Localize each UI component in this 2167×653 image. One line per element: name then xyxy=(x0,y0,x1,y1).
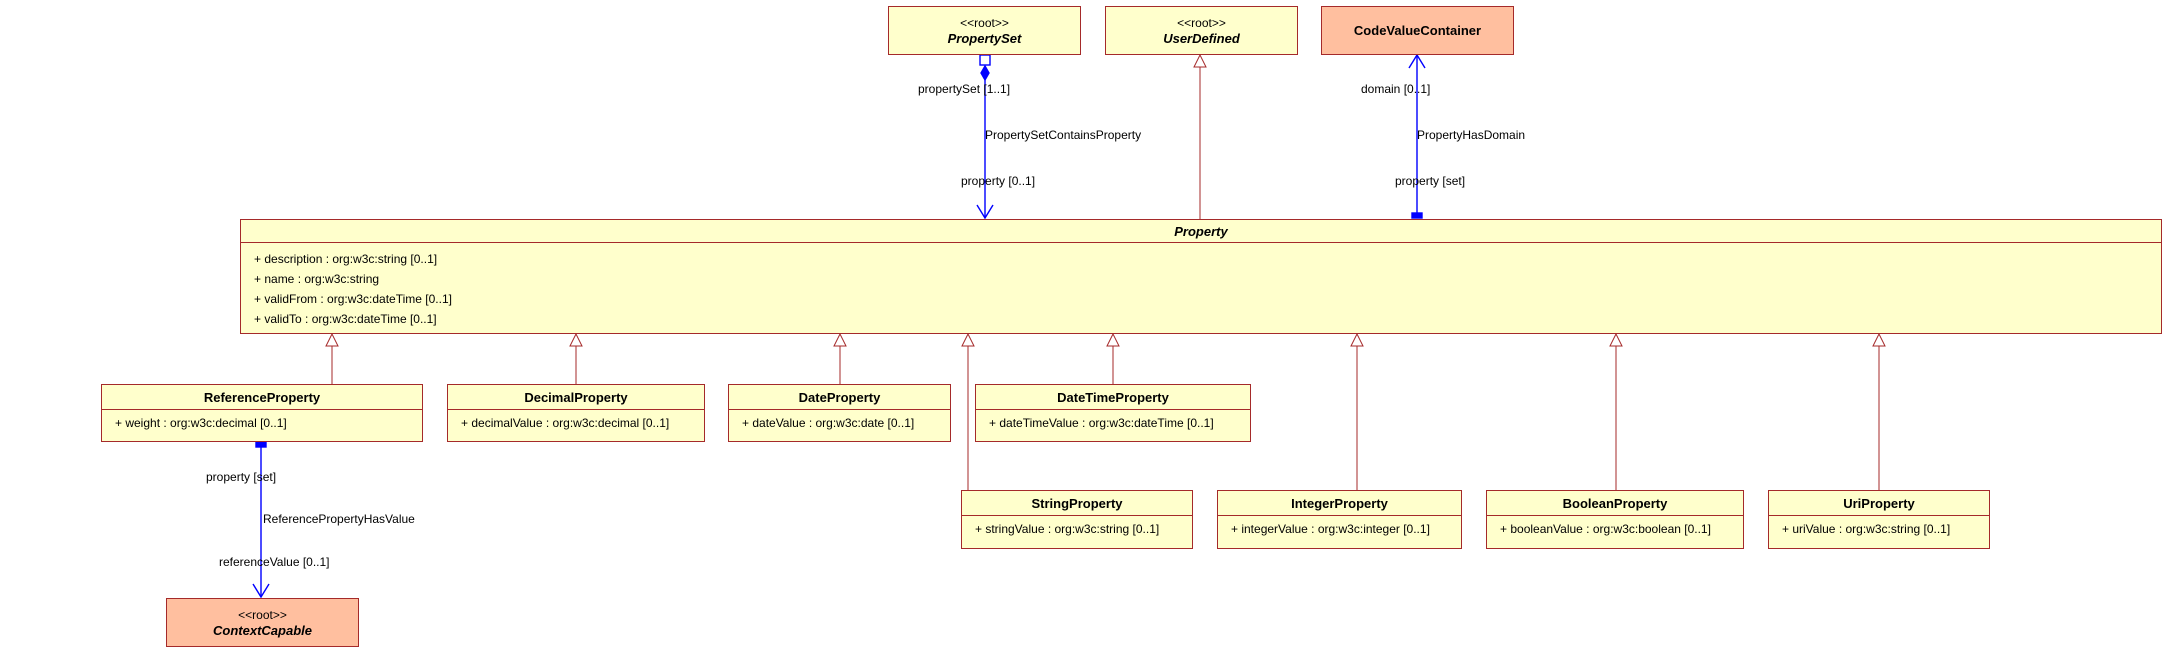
attribute: + name : org:w3c:string xyxy=(254,272,380,286)
attribute: + booleanValue : org:w3c:boolean [0..1] xyxy=(1500,522,1711,536)
association-propertyset-property xyxy=(976,54,994,220)
association-name-referencepropertyhasvalue: ReferencePropertyHasValue xyxy=(263,512,415,526)
class-propertyset[interactable]: <<root>> PropertySet xyxy=(888,6,1081,55)
generalization-referenceproperty xyxy=(325,332,339,384)
role-label-property: property [set] xyxy=(1395,174,1466,188)
association-name-propertyhasdomain: PropertyHasDomain xyxy=(1417,128,1526,142)
attribute-list: + description : org:w3c:string [0..1] + … xyxy=(241,242,2161,333)
class-dateproperty[interactable]: DateProperty + dateValue : org:w3c:date … xyxy=(728,384,951,442)
class-name: BooleanProperty xyxy=(1562,495,1668,511)
generalization-decimalproperty xyxy=(569,332,583,384)
association-name-propertysetcontainsproperty: PropertySetContainsProperty xyxy=(985,128,1142,142)
attribute-list: + booleanValue : org:w3c:boolean [0..1] xyxy=(1487,515,1743,539)
class-name: CodeValueContainer xyxy=(1353,23,1482,38)
class-integerproperty[interactable]: IntegerProperty + integerValue : org:w3c… xyxy=(1217,490,1462,549)
class-booleanproperty[interactable]: BooleanProperty + booleanValue : org:w3c… xyxy=(1486,490,1744,549)
attribute-list: + uriValue : org:w3c:string [0..1] xyxy=(1769,515,1989,539)
attribute-list: + weight : org:w3c:decimal [0..1] xyxy=(102,409,422,433)
generalization-datetimeproperty xyxy=(1106,332,1120,384)
class-name: UserDefined xyxy=(1163,30,1240,46)
stereotype-label: <<root>> xyxy=(960,15,1009,30)
attribute-list: + integerValue : org:w3c:integer [0..1] xyxy=(1218,515,1461,539)
class-name: ContextCapable xyxy=(213,622,312,638)
generalization-userdefined xyxy=(1193,53,1207,219)
generalization-booleanproperty xyxy=(1609,332,1623,490)
class-name: DateProperty xyxy=(798,389,881,405)
attribute-list: + dateValue : org:w3c:date [0..1] xyxy=(729,409,950,433)
class-userdefined[interactable]: <<root>> UserDefined xyxy=(1105,6,1298,55)
role-label-property: property [set] xyxy=(206,470,277,484)
class-name: DateTimeProperty xyxy=(1057,389,1169,405)
class-name: StringProperty xyxy=(1031,495,1123,511)
attribute: + validFrom : org:w3c:dateTime [0..1] xyxy=(254,292,452,306)
attribute: + description : org:w3c:string [0..1] xyxy=(254,252,438,266)
class-name: ReferenceProperty xyxy=(203,389,321,405)
class-uriproperty[interactable]: UriProperty + uriValue : org:w3c:string … xyxy=(1768,490,1990,549)
class-contextcapable[interactable]: <<root>> ContextCapable xyxy=(166,598,359,647)
class-name: UriProperty xyxy=(1843,495,1915,511)
attribute-list: + dateTimeValue : org:w3c:dateTime [0..1… xyxy=(976,409,1250,433)
class-name: DecimalProperty xyxy=(524,389,628,405)
attribute-list: + decimalValue : org:w3c:decimal [0..1] xyxy=(448,409,704,433)
class-decimalproperty[interactable]: DecimalProperty + decimalValue : org:w3c… xyxy=(447,384,705,442)
attribute: + dateTimeValue : org:w3c:dateTime [0..1… xyxy=(989,416,1214,430)
role-label-domain: domain [0..1] xyxy=(1361,82,1431,96)
class-codevaluecontainer[interactable]: CodeValueContainer xyxy=(1321,6,1514,55)
class-name: PropertySet xyxy=(947,30,1022,46)
class-referenceproperty[interactable]: ReferenceProperty + weight : org:w3c:dec… xyxy=(101,384,423,442)
stereotype-label: <<root>> xyxy=(238,607,287,622)
attribute: + dateValue : org:w3c:date [0..1] xyxy=(742,416,915,430)
class-name: IntegerProperty xyxy=(1291,495,1388,511)
attribute: + validTo : org:w3c:dateTime [0..1] xyxy=(254,312,437,326)
generalization-dateproperty xyxy=(833,332,847,384)
class-property[interactable]: Property + description : org:w3c:string … xyxy=(240,219,2162,334)
attribute: + decimalValue : org:w3c:decimal [0..1] xyxy=(461,416,670,430)
role-label-propertyset: propertySet [1..1] xyxy=(918,82,1011,96)
generalization-uriproperty xyxy=(1872,332,1886,490)
stereotype-label: <<root>> xyxy=(1177,15,1226,30)
association-property-codevaluecontainer xyxy=(1408,53,1426,219)
role-label-property: property [0..1] xyxy=(961,174,1036,188)
attribute: + weight : org:w3c:decimal [0..1] xyxy=(115,416,287,430)
attribute: + uriValue : org:w3c:string [0..1] xyxy=(1782,522,1951,536)
attribute: + stringValue : org:w3c:string [0..1] xyxy=(975,522,1160,536)
attribute: + integerValue : org:w3c:integer [0..1] xyxy=(1231,522,1430,536)
class-stringproperty[interactable]: StringProperty + stringValue : org:w3c:s… xyxy=(961,490,1193,549)
role-label-referencevalue: referenceValue [0..1] xyxy=(219,555,330,569)
attribute-list: + stringValue : org:w3c:string [0..1] xyxy=(962,515,1192,539)
generalization-integerproperty xyxy=(1350,332,1364,490)
class-datetimeproperty[interactable]: DateTimeProperty + dateTimeValue : org:w… xyxy=(975,384,1251,442)
generalization-stringproperty xyxy=(961,332,975,490)
association-referenceproperty-contextcapable xyxy=(252,441,270,599)
class-name: Property xyxy=(1174,223,1228,239)
